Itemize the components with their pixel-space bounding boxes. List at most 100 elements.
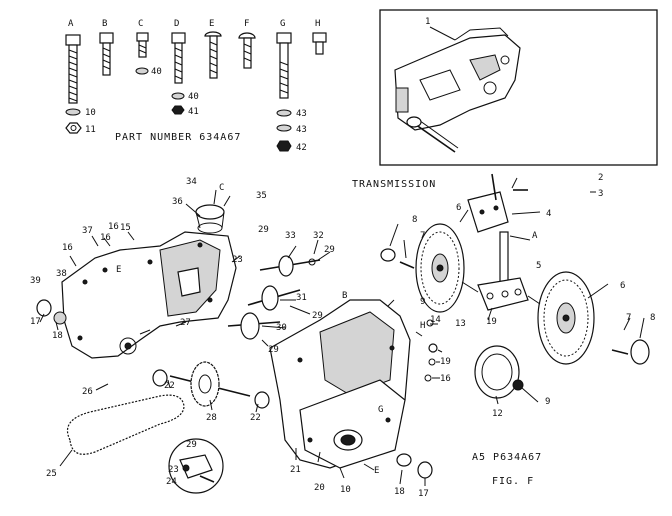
callout-17-right: 17 [418,489,429,499]
callout-22-right: 22 [250,413,261,423]
drawing-reference: A5 P634A67 [472,452,542,463]
callout-40-washer: 40 [151,67,162,77]
callout-22-left: 22 [164,381,175,391]
callout-8-right: 8 [650,313,655,323]
callout-30: 30 [276,323,287,333]
callout-25: 25 [46,469,57,479]
bracket-4 [467,191,509,233]
drive-wheel-right [537,271,595,365]
axle-bracket [477,277,529,311]
callout-23-detail: 23 [168,465,179,475]
callout-29-low: 29 [268,345,279,355]
callout-16-right: 16 [440,374,451,384]
bolt-h [312,32,327,55]
drive-wheel-left [415,223,465,313]
bolt-d [171,32,186,115]
callout-35: 35 [256,191,267,201]
transmission-callout-1: 1 [425,17,430,27]
bolt-letter-c: C [138,19,143,29]
callout-39: 39 [30,276,41,286]
bolt-f [238,32,256,69]
detail-inset-circle [168,438,224,494]
callout-16-a: 16 [108,222,119,232]
callout-23: 23 [232,255,243,265]
callout-18-left: 18 [52,331,63,341]
callout-32: 32 [313,231,324,241]
callout-26: 26 [82,387,93,397]
bolt-letter-b: B [102,19,107,29]
callout-6-right: 6 [620,281,625,291]
part-number-caption: PART NUMBER 634A67 [115,132,241,143]
callout-29-mid: 29 [312,311,323,321]
callout-9: 9 [545,397,550,407]
callout-5: 5 [536,261,541,271]
callout-h: H [420,321,425,331]
callout-43-washer: 43 [296,109,307,119]
bolt-letter-g: G [280,19,285,29]
callout-29-right: 29 [324,245,335,255]
bolt-letter-d: D [174,19,179,29]
bolt-letter-h: H [315,19,320,29]
callout-19: 19 [440,357,451,367]
callout-7-right: 7 [626,313,631,323]
callout-g: G [378,405,383,415]
callout-34: 34 [186,177,197,187]
callout-e-left: E [116,265,121,275]
callout-17-left: 17 [30,317,41,327]
callout-43-washer-b: 43 [296,125,307,135]
callout-10-washer: 10 [85,108,96,118]
callout-b: B [342,291,347,301]
leader-lines [39,189,645,486]
transmission-inset: 1 [379,9,658,166]
callout-28: 28 [206,413,217,423]
transmission-caption: TRANSMISSION [352,179,436,190]
callout-a-arm: A [532,231,538,241]
callout-37: 37 [82,226,93,236]
callout-13: 13 [455,319,466,329]
hardware-row [65,31,327,152]
callout-40-washer-d: 40 [188,92,199,102]
right-housing-half [269,299,411,469]
callout-24: 24 [166,477,177,487]
callout-19-bracket: 19 [486,317,497,327]
bolt-b [99,32,114,76]
callout-3: 3 [598,189,603,199]
callout-14: 14 [430,315,441,325]
bolt-e [204,31,222,79]
callout-2: 2 [598,173,603,183]
callout-8-left: 8 [412,215,417,225]
callout-20: 20 [314,483,325,493]
callout-27: 27 [180,318,191,328]
callout-e-bottom: E [374,466,379,476]
bolt-letter-a: A [68,19,74,29]
bolt-c [135,32,149,75]
callout-36: 36 [172,197,183,207]
bolt-letter-e: E [209,19,214,29]
callout-11-nut: 11 [85,125,96,135]
callout-15: 15 [120,223,131,233]
bolt-g [276,32,292,152]
callout-18-right: 18 [394,487,405,497]
callout-31: 31 [296,293,307,303]
callout-9-small: 9 [420,297,425,307]
callout-41-nut: 41 [188,107,199,117]
callout-29-top: 29 [258,225,269,235]
figure-label: FIG. F [492,476,534,487]
callout-7-left: 7 [420,231,425,241]
callout-c-gear: C [219,183,224,193]
callout-10-housing: 10 [340,485,351,495]
callout-29-detail: 29 [186,440,197,450]
callout-16-b: 16 [100,233,111,243]
bolt-a [65,34,82,134]
axle-post-5 [499,231,509,283]
callout-33: 33 [285,231,296,241]
callout-42-nut: 42 [296,143,307,153]
callout-4: 4 [546,209,551,219]
callout-38: 38 [56,269,67,279]
callout-16-c: 16 [62,243,73,253]
callout-6-left: 6 [456,203,461,213]
left-housing-half [61,231,237,359]
drive-chain-25 [66,394,185,455]
